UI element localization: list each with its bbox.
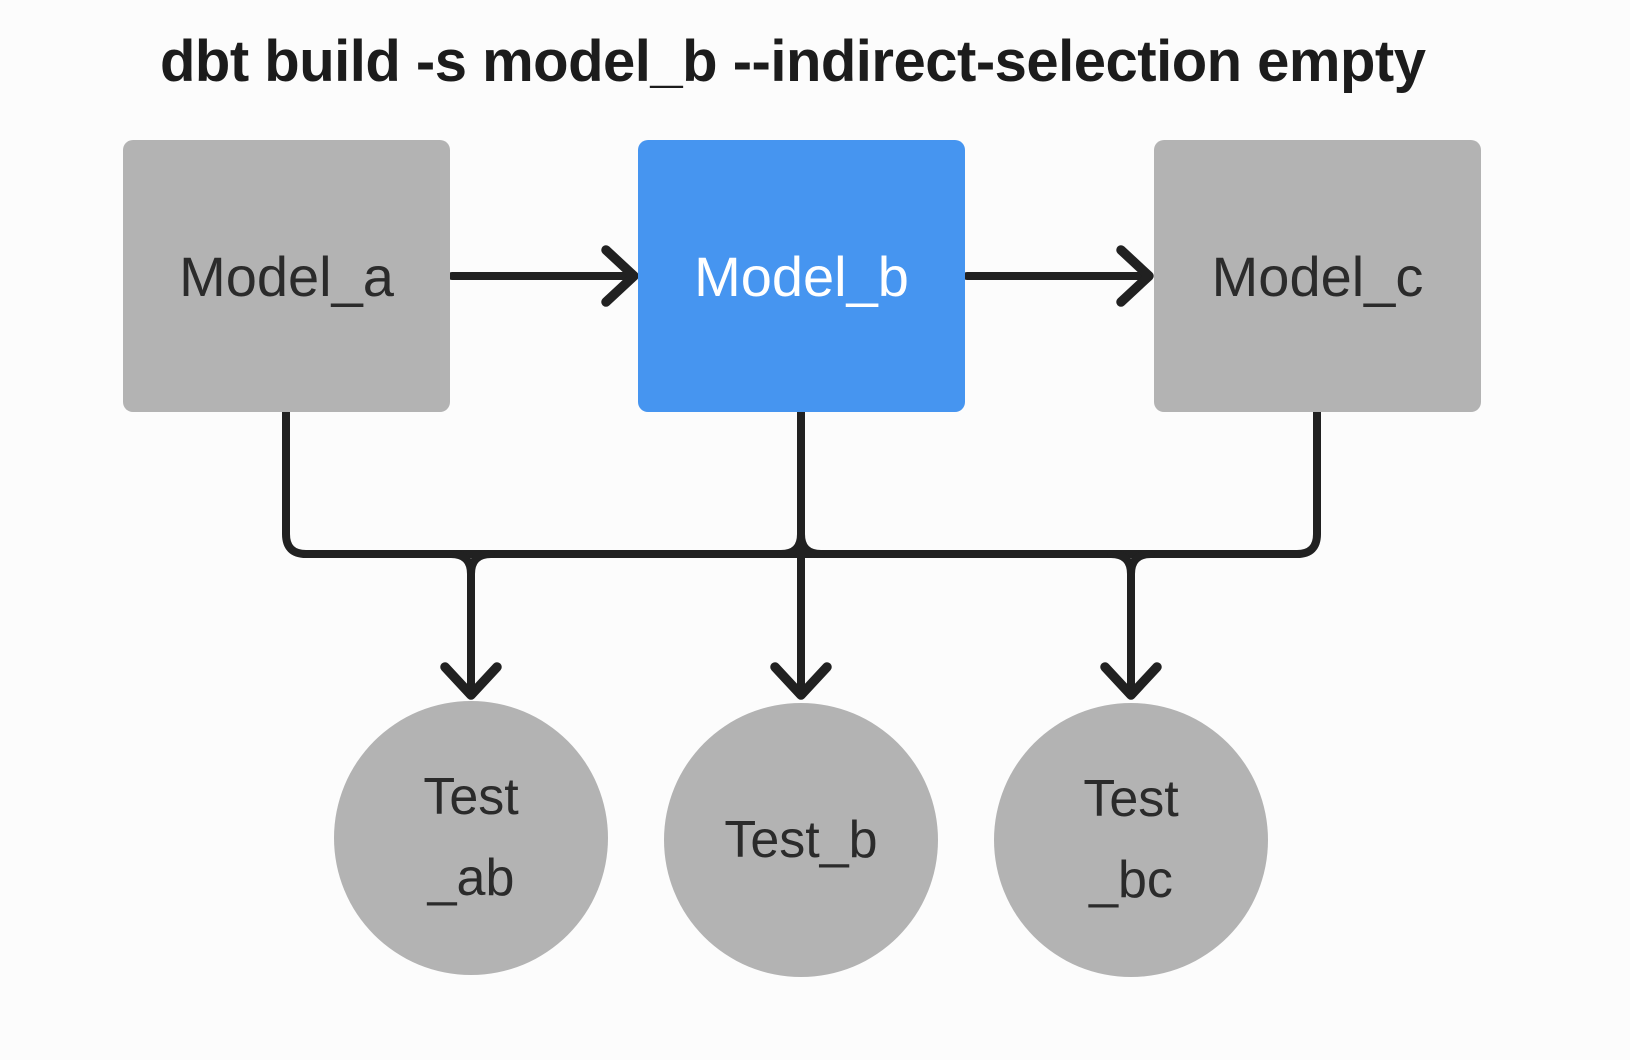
model-c-node: Model_c [1154,140,1481,412]
test-ab-node: Test _ab [334,701,608,975]
diagram-title: dbt build -s model_b --indirect-selectio… [160,29,1426,94]
test-ab-arrowhead-icon [440,662,502,700]
test-b-arrowhead-icon [770,662,832,700]
model-b-node: Model_b [638,140,965,412]
bus-to-test-ab-line [447,550,495,692]
test-b-node: Test_b [664,703,938,977]
model-a-label: Model_a [179,244,394,308]
bus-to-test-bc-line [1107,550,1155,692]
model-c-label: Model_c [1211,244,1424,308]
model-b-label: Model_b [694,244,909,308]
test-bc-arrowhead-icon [1100,662,1162,700]
test-bc-node: Test _bc [994,703,1268,977]
model-a-node: Model_a [123,140,450,412]
test-b-label: Test_b [724,810,878,869]
test-ab-label: Test _ab [423,768,519,907]
model-a-to-model-b-arrowhead-icon [601,245,639,307]
model-b-to-model-c-arrowhead-icon [1116,245,1154,307]
model-b-to-test-b-line [777,408,825,692]
test-bc-label: Test _bc [1083,770,1179,909]
